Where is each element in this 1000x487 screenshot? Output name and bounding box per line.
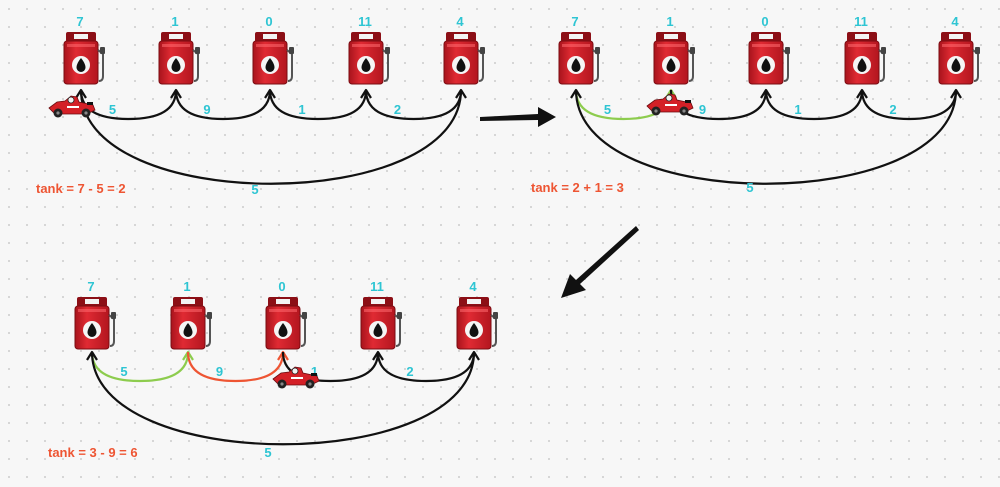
gas-pump-icon (170, 297, 212, 350)
route-cost-label: 5 (746, 180, 753, 195)
station-gas-label: 4 (951, 14, 959, 29)
station-gas-label: 1 (666, 14, 673, 29)
route-cost-label: 1 (311, 364, 318, 379)
gas-pump-icon (748, 32, 790, 85)
station-gas-label: 1 (183, 279, 190, 294)
route-arc-4 (860, 89, 958, 121)
gas-pump-icon (443, 32, 485, 85)
station-gas-label: 0 (265, 14, 272, 29)
route-arc-3 (268, 89, 368, 121)
panel-2: 5 9 1 2 5 7 1 0 11 4 tank = 2 + 1 = 3 (531, 14, 980, 195)
route-arc-3 (764, 89, 864, 121)
tank-equation: tank = 2 + 1 = 3 (531, 180, 624, 195)
route-cost-label: 1 (794, 102, 801, 117)
station-gas-label: 4 (469, 279, 477, 294)
route-arc-4 (376, 351, 476, 383)
route-cost-label: 1 (298, 102, 305, 117)
gas-pump-icon (265, 297, 307, 350)
station-gas-label: 0 (761, 14, 768, 29)
panel-1: 5 9 1 2 5 7 1 0 11 4 tank = 7 - 5 = 2 (36, 14, 485, 197)
station-gas-label: 7 (571, 14, 578, 29)
race-car-icon (48, 95, 96, 118)
route-arc-5 (90, 351, 476, 446)
route-arc-5 (79, 89, 463, 185)
route-cost-label: 2 (406, 364, 413, 379)
tank-equation: tank = 7 - 5 = 2 (36, 181, 126, 196)
gas-pump-icon (252, 32, 294, 85)
gas-pump-icon (348, 32, 390, 85)
race-car-icon (272, 366, 320, 389)
route-arc-5 (574, 89, 958, 185)
gas-pump-icon (844, 32, 886, 85)
station-gas-label: 7 (76, 14, 83, 29)
route-cost-label: 2 (889, 102, 896, 117)
route-cost-label: 5 (120, 364, 127, 379)
gas-pump-icon (558, 32, 600, 85)
station-gas-label: 7 (87, 279, 94, 294)
arrow-icon (480, 107, 556, 127)
route-cost-label: 5 (109, 102, 116, 117)
station-gas-label: 11 (358, 14, 372, 29)
station-gas-label: 1 (171, 14, 178, 29)
route-arc-2 (186, 351, 285, 383)
route-arc-4 (364, 89, 463, 121)
station-gas-label: 11 (854, 14, 868, 29)
route-cost-label: 2 (394, 102, 401, 117)
route-arc-1 (90, 351, 190, 383)
route-cost-label: 9 (216, 364, 223, 379)
gas-pump-icon (74, 297, 116, 350)
tank-equation: tank = 3 - 9 = 6 (48, 445, 138, 460)
route-arc-1 (79, 89, 178, 121)
route-arc-3 (281, 351, 380, 383)
route-cost-label: 5 (264, 445, 271, 460)
gas-pump-icon (158, 32, 200, 85)
gas-pump-icon (938, 32, 980, 85)
route-arc-2 (174, 89, 272, 121)
station-gas-label: 4 (456, 14, 464, 29)
station-gas-label: 11 (370, 279, 384, 294)
gas-pump-icon (360, 297, 402, 350)
gas-pump-icon (456, 297, 498, 350)
gas-pump-icon (63, 32, 105, 85)
route-cost-label: 5 (604, 102, 611, 117)
panel-3: 5 9 1 2 5 7 1 0 11 4 tank = 3 - 9 = 6 (48, 279, 498, 460)
route-cost-label: 9 (699, 102, 706, 117)
gas-pump-icon (653, 32, 695, 85)
route-cost-label: 5 (251, 182, 258, 197)
route-cost-label: 9 (203, 102, 210, 117)
station-gas-label: 0 (278, 279, 285, 294)
arrow-icon (561, 226, 639, 298)
race-car-icon (646, 93, 694, 116)
